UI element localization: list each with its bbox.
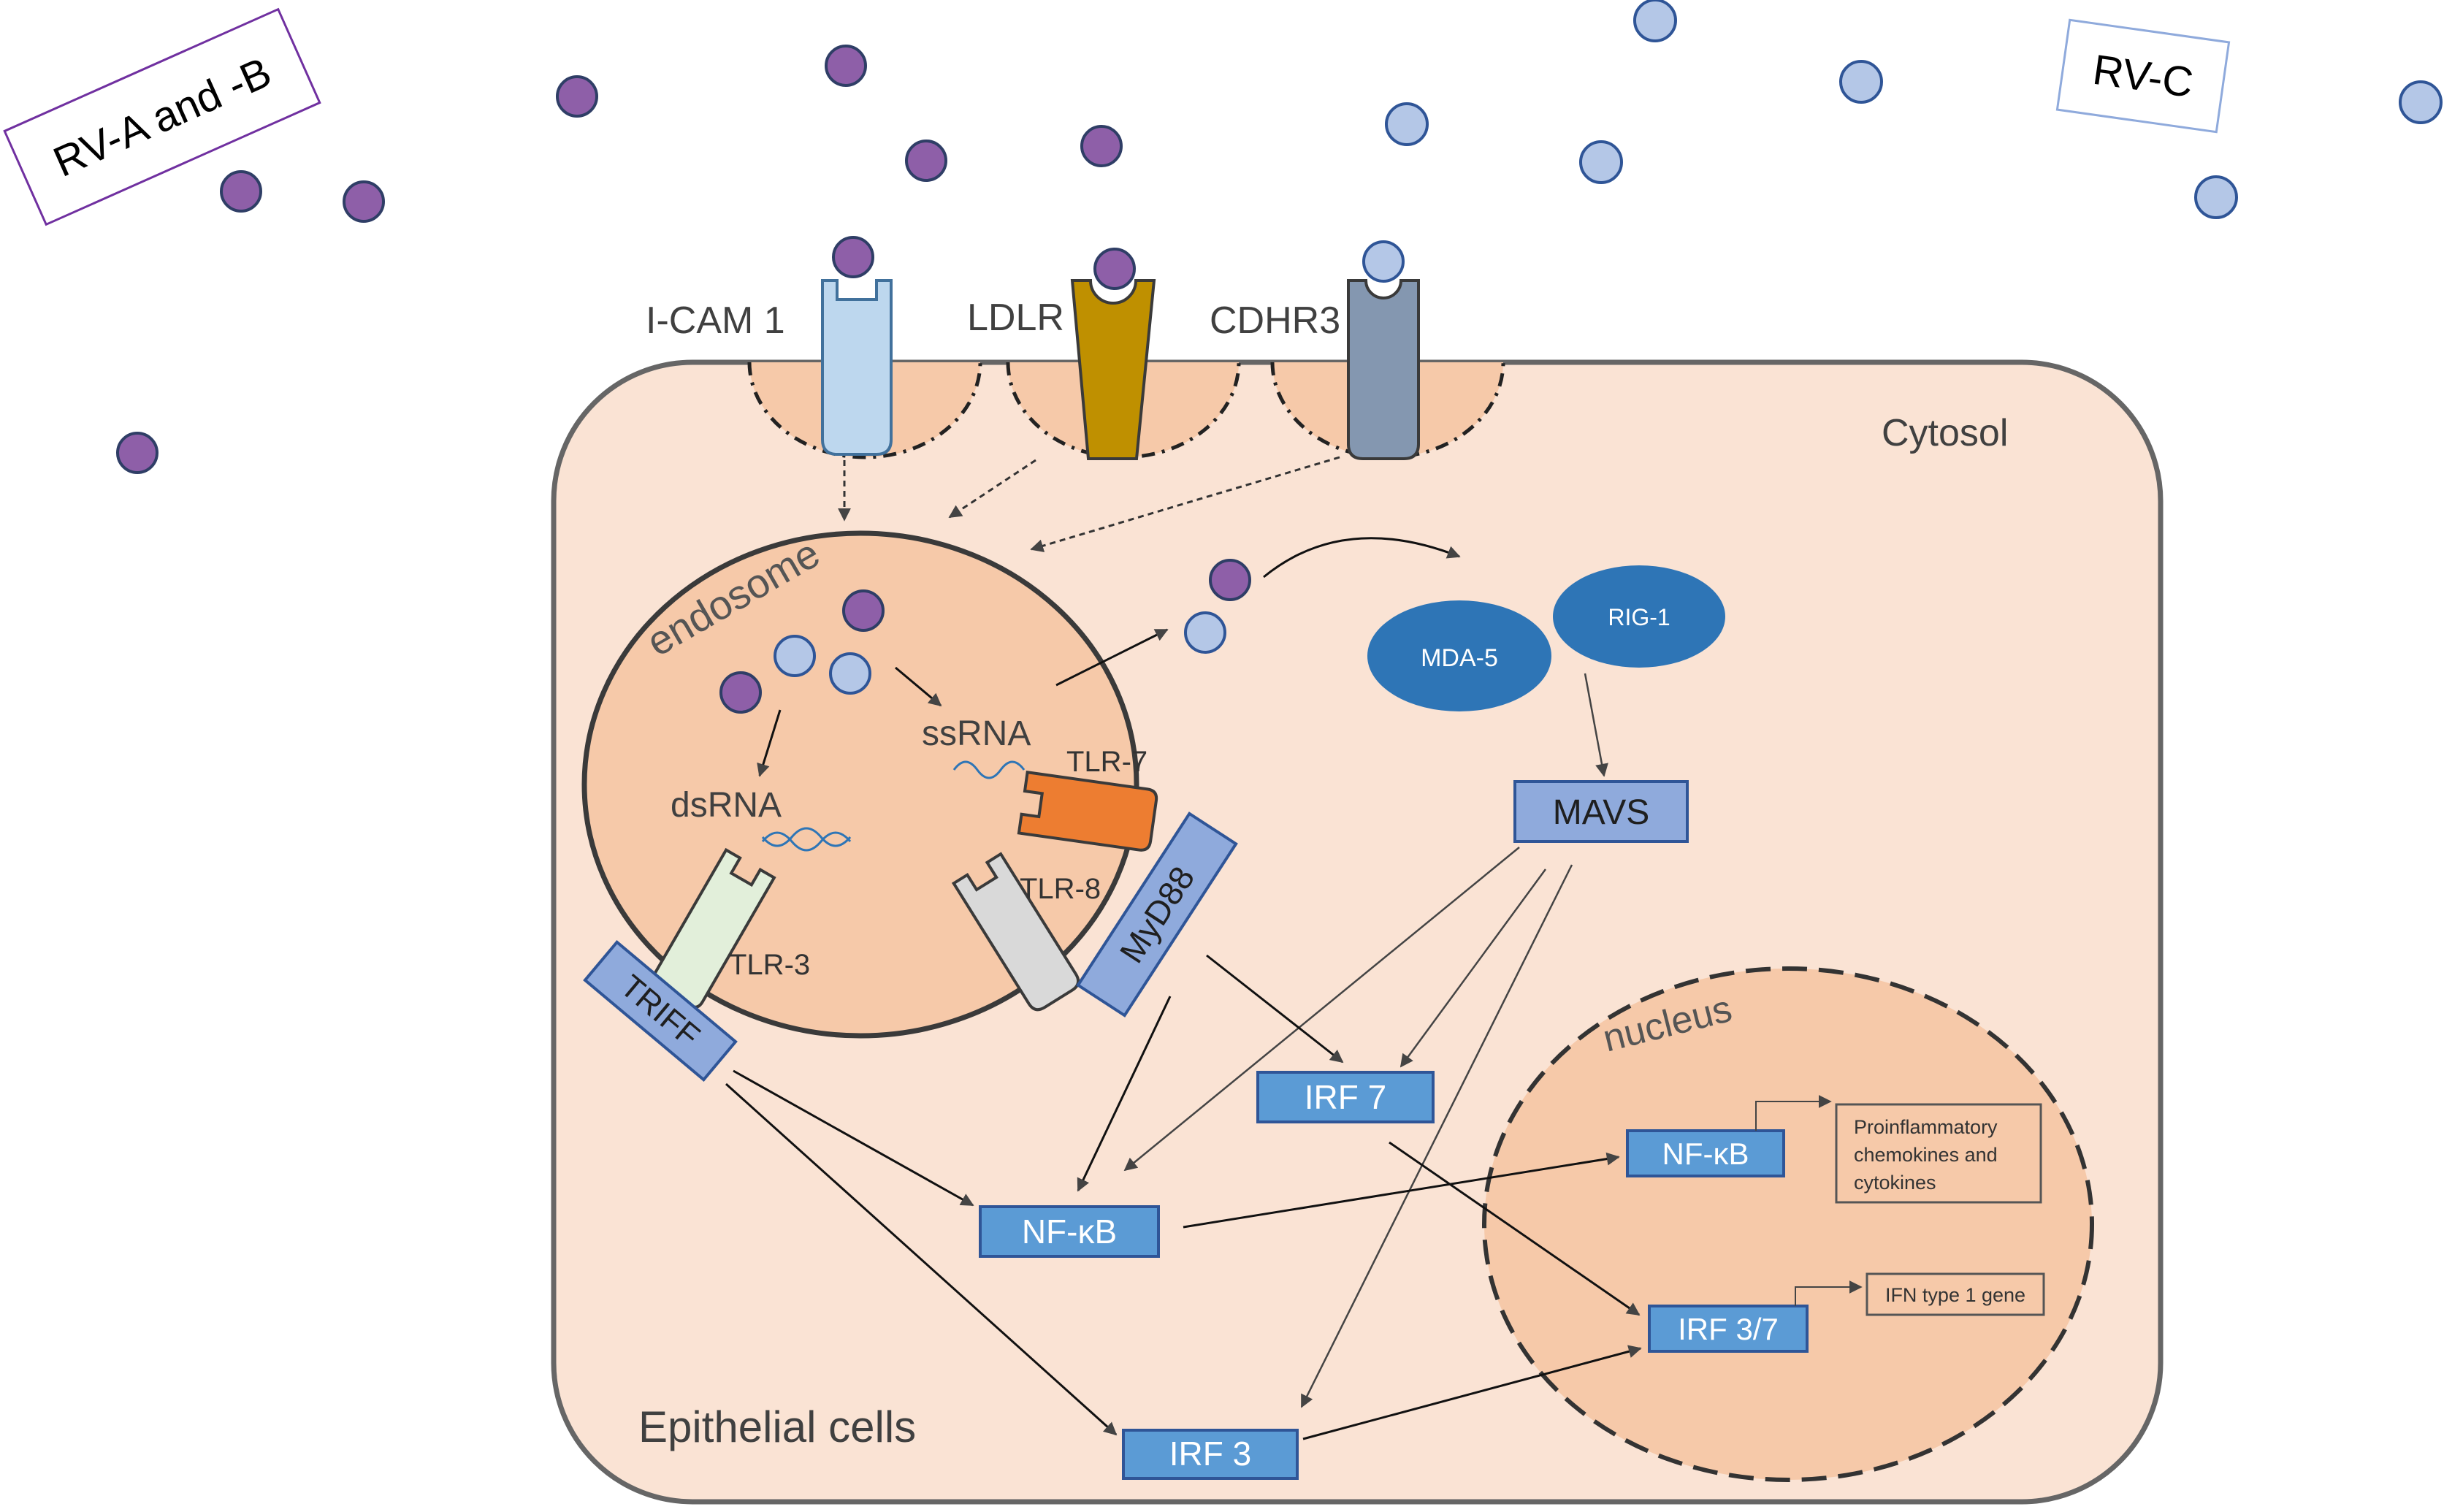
irf7-label: IRF 7 <box>1305 1078 1386 1116</box>
rv-ab-virus <box>825 45 867 87</box>
arrow-virus-sensors <box>1263 537 1461 579</box>
irf7-box <box>1256 1071 1435 1123</box>
arrow-triff-irf3 <box>725 1083 1118 1436</box>
rv-ab-virus <box>905 140 947 182</box>
arrow-ldlr-endosome <box>948 459 1036 519</box>
rv-ab-virus-particles <box>116 45 1123 474</box>
mda5-sensor <box>1367 600 1551 711</box>
mda5-label: MDA-5 <box>1421 644 1498 672</box>
arrow-nfkb-nucleus <box>1183 1152 1620 1229</box>
rv-c-virus <box>2399 80 2443 124</box>
irf37-label: IRF 3/7 <box>1678 1312 1779 1346</box>
irf3-box <box>1122 1429 1299 1480</box>
cdhr3-receptor <box>1347 279 1420 460</box>
rv-c-virus <box>1385 102 1429 146</box>
cytosol-label: Cytosol <box>1882 412 2008 454</box>
mavs-box <box>1513 780 1689 843</box>
ifn-gene-box <box>1866 1272 2045 1316</box>
icam1-receptor <box>821 279 893 456</box>
epithelial-cells-label: Epithelial cells <box>638 1402 916 1451</box>
nfkb-nucleus-label: NF-κB <box>1662 1137 1749 1171</box>
ldlr-label: LDLR <box>967 297 1064 339</box>
arrow-virus-ssrna <box>895 666 942 707</box>
rv-c-virus <box>1633 0 1677 42</box>
proinflammatory-line-1: Proinflammatory <box>1854 1116 1998 1138</box>
arrow-irf7-irf37 <box>1389 1141 1641 1316</box>
arrow-triff-nfkb <box>733 1069 974 1207</box>
irf37-box <box>1648 1305 1809 1353</box>
icam1-label: I-CAM 1 <box>646 299 785 342</box>
dsrna-label: dsRNA <box>671 786 782 825</box>
tlr7-receptor <box>1017 771 1158 852</box>
ldlr-receptor <box>1070 279 1156 460</box>
arrow-rig1-mavs <box>1584 673 1608 777</box>
rv-c-virus-bound-cdhr3 <box>1362 240 1405 283</box>
arrow-cdhr3-endosome <box>1030 456 1340 552</box>
rv-ab-virus <box>1080 125 1123 167</box>
dsrna-wave <box>761 831 852 852</box>
rv-ab-virus <box>116 432 159 474</box>
arrow-irf3-irf37 <box>1302 1345 1642 1440</box>
arrow-endosome-cytosol <box>1055 628 1169 687</box>
rv-c-virus-endosome <box>774 635 816 677</box>
rv-c-virus <box>1839 60 1883 104</box>
proinflammatory-line-2: chemokines and <box>1854 1144 1998 1166</box>
nucleus <box>1482 966 2094 1482</box>
irf3-label: IRF 3 <box>1169 1435 1251 1473</box>
ifn-gene-label: IFN type 1 gene <box>1885 1284 2025 1306</box>
rig1-label: RIG-1 <box>1608 604 1670 630</box>
rv-c-virus-particles <box>1385 0 2443 219</box>
tlr8-receptor <box>951 852 1080 1012</box>
rv-ab-virus <box>220 170 262 213</box>
arrow-mavs-nfkb <box>1123 847 1520 1172</box>
arrow-nfkb-proinflammatory <box>1755 1095 1832 1131</box>
arrow-myd88-irf7 <box>1206 954 1344 1064</box>
rig1-sensor <box>1553 565 1725 668</box>
rv-c-label-box: RV-C <box>2055 18 2231 134</box>
tlr3-label: TLR-3 <box>729 949 810 981</box>
rv-ab-virus-bound-icam1 <box>832 236 874 278</box>
rv-c-virus <box>2194 175 2238 219</box>
arrow-irf37-ifn <box>1795 1280 1863 1306</box>
rv-c-virus <box>1579 140 1623 184</box>
tlr8-label: TLR-8 <box>1020 873 1101 905</box>
nfkb-cytosol-box <box>979 1205 1160 1258</box>
mavs-label: MAVS <box>1553 793 1649 832</box>
rv-c-virus-cytosol <box>1184 611 1226 654</box>
rv-ab-virus <box>343 180 385 223</box>
rv-ab-virus-endosome <box>842 589 885 632</box>
rv-ab-virus-endosome <box>719 671 762 714</box>
ssrna-wave <box>952 760 1026 779</box>
tlr7-label: TLR-7 <box>1066 746 1147 778</box>
rv-c-virus-endosome <box>829 652 871 695</box>
nfkb-nucleus-box <box>1626 1129 1785 1177</box>
arrow-mavs-irf3 <box>1300 864 1573 1408</box>
rv-ab-virus-cytosol <box>1209 559 1251 601</box>
nfkb-cytosol-label: NF-κB <box>1022 1213 1117 1251</box>
arrows <box>725 456 1863 1440</box>
ssrna-label: ssRNA <box>922 714 1031 753</box>
cdhr3-label: CDHR3 <box>1210 299 1340 342</box>
rv-ab-label-box: RV-A and -B <box>3 7 321 226</box>
arrow-myd88-nfkb <box>1077 996 1172 1192</box>
proinflammatory-label: Proinflammatory chemokines and cytokines <box>1854 1116 2003 1194</box>
arrow-mavs-irf7 <box>1399 868 1547 1068</box>
arrow-virus-dsrna <box>757 709 782 777</box>
rv-ab-virus <box>556 75 598 118</box>
proinflammatory-box <box>1835 1103 2042 1204</box>
rv-ab-virus-bound-ldlr <box>1093 248 1136 290</box>
proinflammatory-line-3: cytokines <box>1854 1172 1936 1194</box>
